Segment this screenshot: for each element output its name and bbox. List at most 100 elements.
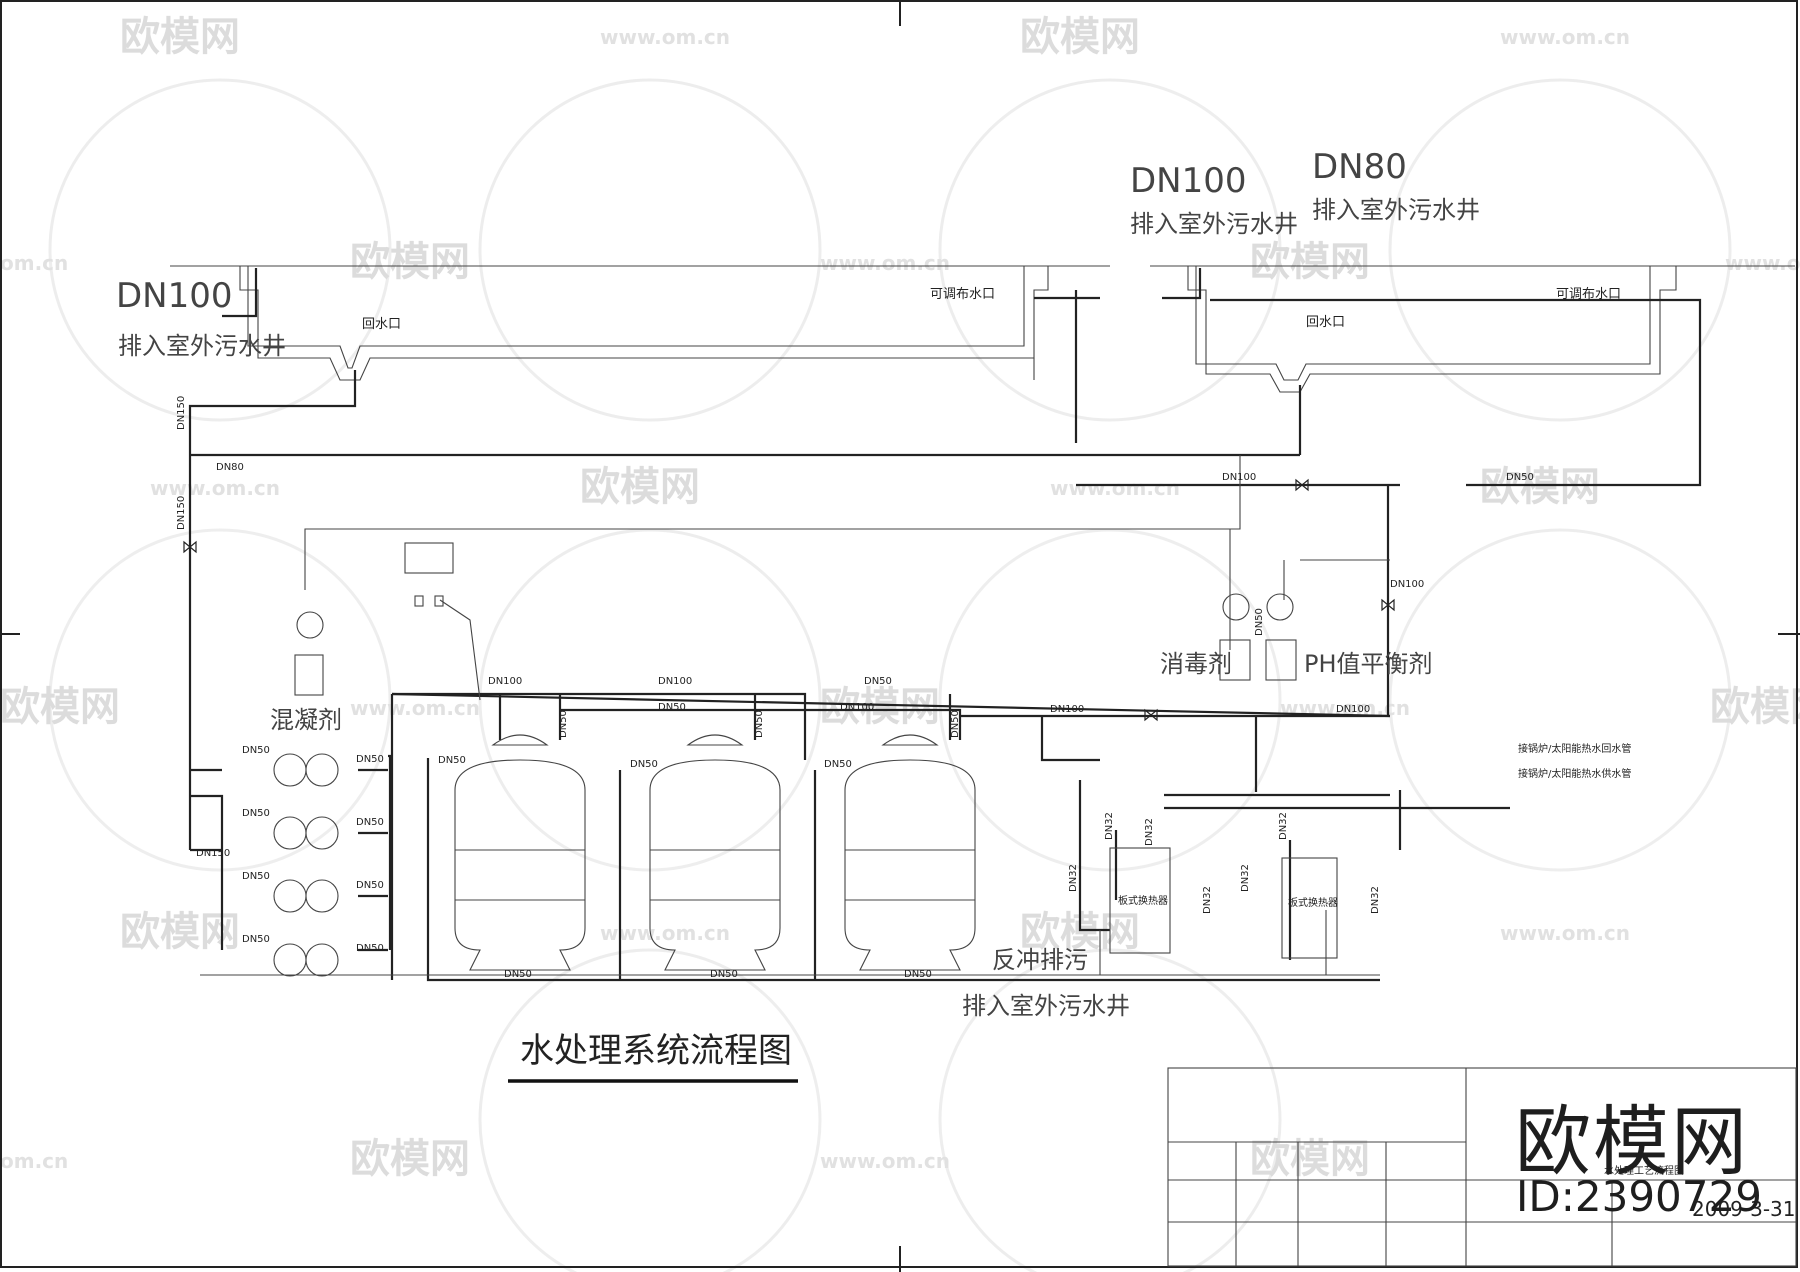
label-return-inlet: 回水口 (1306, 315, 1345, 330)
watermark-url: www.om.cn (1050, 476, 1180, 500)
controller-box (404, 542, 454, 607)
label-pipe-dn32: DN32 (1068, 864, 1079, 892)
watermark-url: www.om.cn (1500, 921, 1630, 945)
label-pipe-dn32: DN32 (1240, 864, 1251, 892)
label-pipe-dn50: DN50 (950, 710, 961, 738)
label-pipe-dn50: DN50 (754, 710, 765, 738)
watermark-logo: 欧模网 (820, 684, 940, 730)
main-pipes (188, 268, 1702, 982)
label-boiler-return: 接锅炉/太阳能热水回水管 (1518, 742, 1631, 755)
heat-exchanger (1109, 847, 1338, 959)
watermark-url: www.om.cn (820, 251, 950, 275)
label-pipe-dn100: DN100 (658, 676, 692, 687)
filter-tank (454, 734, 586, 971)
label-ph-balancer: PH值平衡剂 (1304, 650, 1433, 678)
label-plate-exchanger: 板式换热器 (1118, 894, 1168, 907)
diagram-title: 水处理系统流程图 (520, 1031, 792, 1071)
watermark-url: www.om.cn (1725, 251, 1800, 275)
label-pipe-dn50: DN50 (710, 969, 738, 980)
label-pipe-dn80: DN80 (1312, 147, 1407, 187)
label-boiler-supply: 接锅炉/太阳能热水供水管 (1518, 767, 1631, 780)
watermark-url: www.om.cn (150, 476, 280, 500)
watermark-url: www.om.cn (820, 1149, 950, 1173)
label-pipe-dn50: DN50 (864, 676, 892, 687)
watermark-url: www.om.cn (600, 25, 730, 49)
label-pipe-dn32: DN32 (1370, 886, 1381, 914)
title-block-drawing-name: 水处理工艺流程图 (1604, 1164, 1684, 1177)
label-pipe-dn100: DN100 (488, 676, 522, 687)
label-pipe-dn50: DN50 (558, 710, 569, 738)
label-pipe-dn32: DN32 (1144, 818, 1155, 846)
label-disinfectant: 消毒剂 (1160, 650, 1232, 678)
watermark-logo: 欧模网 (1250, 1136, 1370, 1182)
label-pipe-dn150: DN150 (196, 848, 230, 859)
circulation-pumps (273, 753, 339, 977)
label-adjustable-inlet: 可调布水口 (930, 287, 995, 302)
watermark-logo: 欧模网 (1710, 684, 1800, 730)
label-pipe-dn32: DN32 (1104, 812, 1115, 840)
label-pipe-dn150: DN150 (176, 496, 187, 530)
watermark-url: www.om.cn (1500, 25, 1630, 49)
watermark-logo: 欧模网 (580, 464, 700, 510)
label-pipe-dn50: DN50 (504, 969, 532, 980)
filter-tank (844, 734, 976, 971)
label-pipe-dn50: DN50 (356, 817, 384, 828)
label-pipe-dn50: DN50 (242, 934, 270, 945)
label-pipe-dn50: DN50 (356, 754, 384, 765)
label-pipe-dn32: DN32 (1202, 886, 1213, 914)
label-pipe-dn50: DN50 (356, 943, 384, 954)
label-pipe-dn100: DN100 (1050, 704, 1084, 715)
label-pipe-dn100: DN100 (1390, 579, 1424, 590)
label-outfall: 排入室外污水井 (118, 332, 286, 360)
valves (183, 478, 1395, 722)
label-pipe-dn100: DN100 (116, 276, 233, 316)
watermark-logo: 欧模网 (350, 239, 470, 285)
label-pipe-dn100: DN100 (1222, 472, 1256, 483)
watermark-logo: 欧模网 (1480, 464, 1600, 510)
title-block (1167, 1067, 1797, 1267)
dosing-pumps (294, 593, 1297, 696)
label-pipe-dn50: DN50 (242, 871, 270, 882)
label-pipe-dn100: DN100 (1130, 161, 1247, 201)
label-pipe-dn50: DN50 (356, 880, 384, 891)
title-block-date: 2009-3-31 (1692, 1197, 1796, 1221)
label-pipe-dn50: DN50 (1506, 472, 1534, 483)
label-outfall: 排入室外污水井 (1312, 196, 1480, 224)
label-pipe-dn50: DN50 (1254, 608, 1265, 636)
label-pipe-dn50: DN50 (242, 745, 270, 756)
label-pipe-dn50: DN50 (630, 759, 658, 770)
label-outfall: 排入室外污水井 (1130, 210, 1298, 238)
thin-connectors (200, 455, 1390, 976)
watermark-logo: 欧模网 (120, 909, 240, 955)
label-pipe-dn50: DN50 (242, 808, 270, 819)
label-pipe-dn80: DN80 (216, 462, 244, 473)
watermark-url: om.cn (0, 1149, 68, 1173)
watermark-logo: 欧模网 (350, 1136, 470, 1182)
watermark-url: om.cn (0, 251, 68, 275)
label-pipe-dn100: DN100 (840, 702, 874, 713)
label-backwash: 反冲排污 (992, 946, 1088, 974)
right-pool (1187, 266, 1677, 393)
watermark-logo: 欧模网 (1020, 14, 1140, 60)
watermark-url: www.om.cn (350, 696, 480, 720)
label-return-inlet: 回水口 (362, 317, 401, 332)
label-coagulant: 混凝剂 (270, 706, 342, 734)
filter-tank (649, 734, 781, 971)
label-pipe-dn150: DN150 (176, 396, 187, 430)
label-pipe-dn32: DN32 (1278, 812, 1289, 840)
watermark-logo: 欧模网 (120, 14, 240, 60)
label-outfall: 排入室外污水井 (962, 992, 1130, 1020)
watermark-logo: 欧模网 (1250, 239, 1370, 285)
label-pipe-dn50: DN50 (438, 755, 466, 766)
overlay-id: ID:2390729 (1516, 1172, 1762, 1221)
watermark-logo: 欧模网 (0, 684, 120, 730)
label-pipe-dn50: DN50 (658, 702, 686, 713)
label-plate-exchanger: 板式换热器 (1288, 896, 1338, 909)
overlay-brand: 欧模网 (1515, 1097, 1749, 1186)
label-pipe-dn50: DN50 (824, 759, 852, 770)
label-pipe-dn50: DN50 (904, 969, 932, 980)
label-pipe-dn100: DN100 (1336, 704, 1370, 715)
